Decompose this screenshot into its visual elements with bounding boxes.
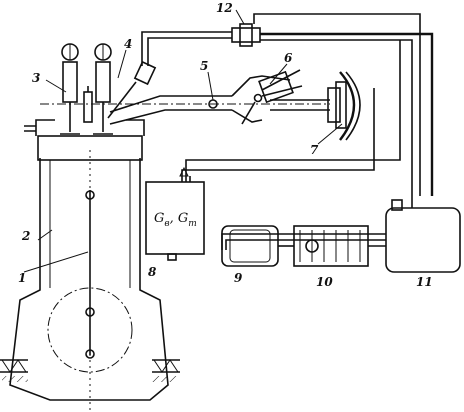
leaders bbox=[23, 9, 343, 273]
label-5: 5 bbox=[200, 59, 208, 73]
svg-text:Gв, Gт: Gв, Gт bbox=[154, 211, 197, 229]
label-12: 12 bbox=[216, 1, 233, 15]
air-flow-sensor bbox=[231, 69, 303, 125]
air-inlet bbox=[270, 71, 361, 141]
label-3: 3 bbox=[32, 71, 40, 85]
fuel-pump-10 bbox=[293, 225, 369, 267]
label-8: 8 bbox=[148, 265, 157, 279]
label-6: 6 bbox=[284, 51, 293, 65]
valve-mechanism bbox=[60, 43, 113, 135]
fuel-tank-11 bbox=[385, 207, 461, 273]
label-2: 2 bbox=[21, 229, 30, 243]
crank-circle bbox=[47, 287, 133, 373]
fuel-meter bbox=[107, 13, 434, 230]
air-filter bbox=[339, 71, 356, 141]
label-7: 7 bbox=[310, 143, 319, 157]
combustion-chamber bbox=[37, 135, 143, 161]
label-1: 1 bbox=[18, 271, 26, 285]
fuel-line bbox=[221, 199, 461, 273]
labels: 1 2 3 4 5 6 7 8 9 10 11 12 bbox=[18, 1, 433, 289]
label-11: 11 bbox=[416, 275, 433, 289]
engine-block bbox=[0, 119, 180, 410]
unit-8: Gв, Gт bbox=[145, 40, 401, 261]
label-9: 9 bbox=[234, 271, 243, 285]
label-4: 4 bbox=[124, 37, 132, 51]
label-10: 10 bbox=[316, 275, 333, 289]
